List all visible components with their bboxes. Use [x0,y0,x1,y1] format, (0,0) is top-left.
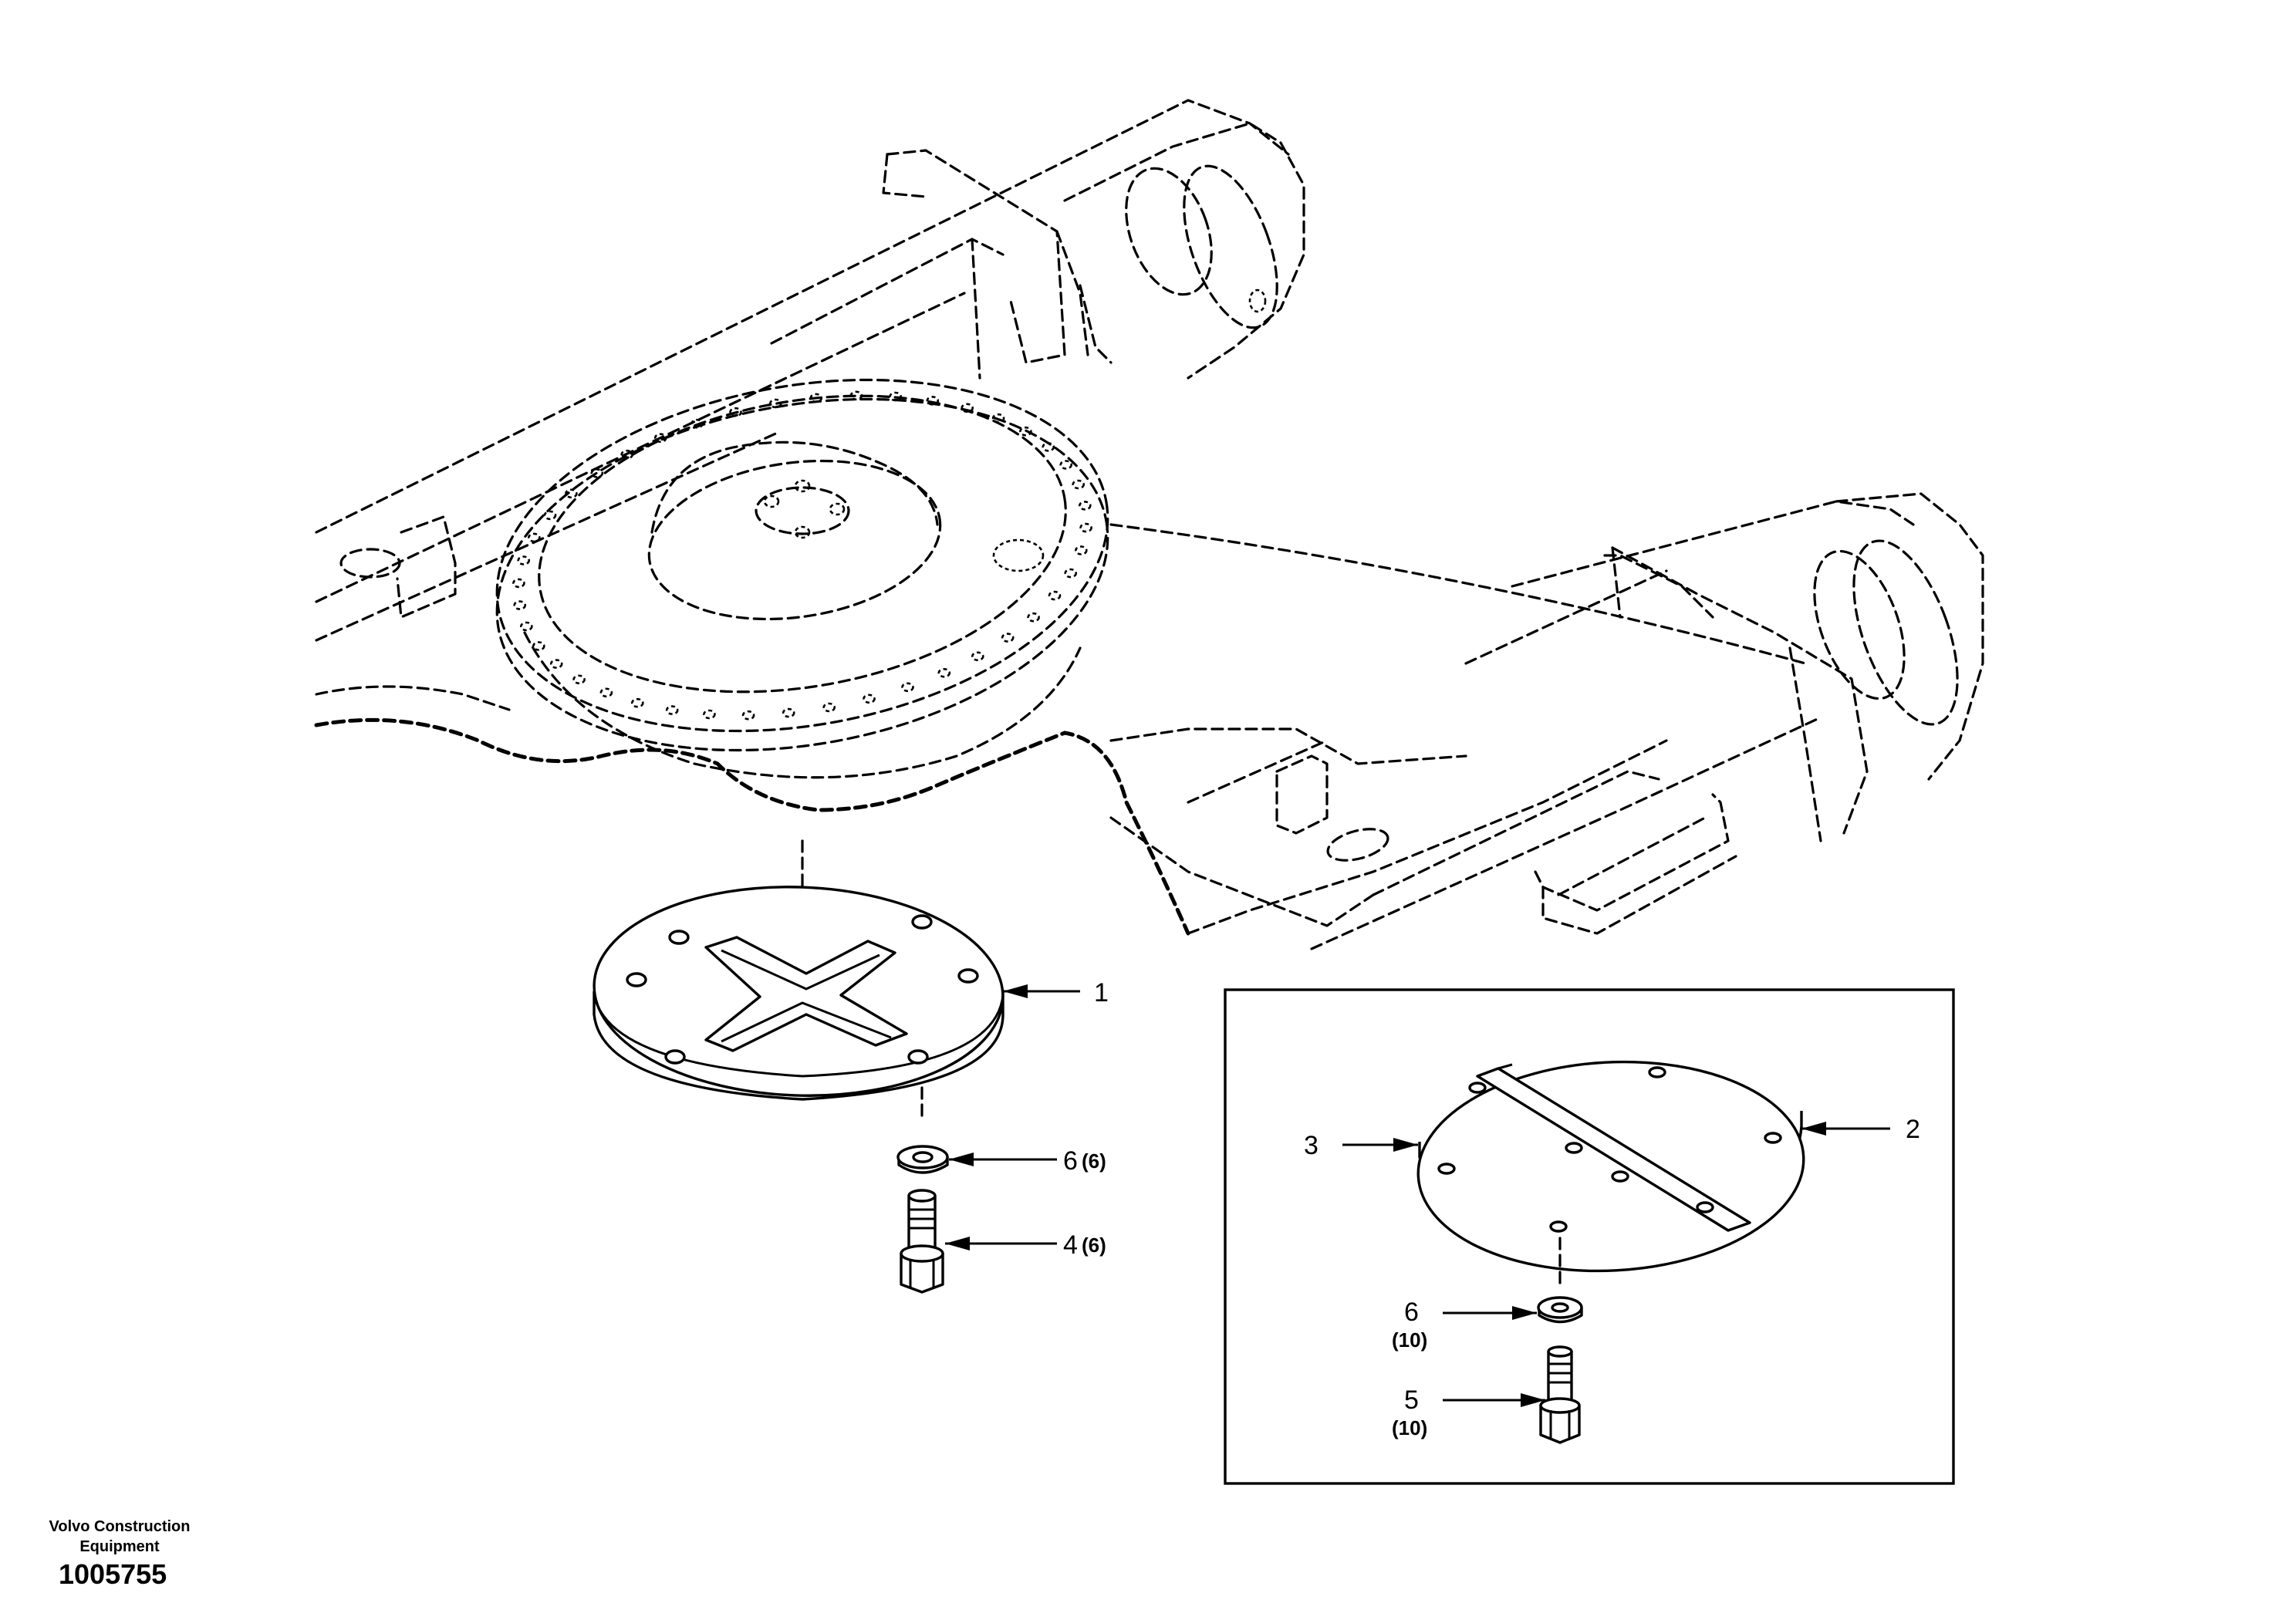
ring-bolt-hole [1019,426,1032,437]
ring-bolt-hole [991,413,1005,424]
ring-bolt-hole [1048,590,1062,601]
ring-bolt-hole [926,396,940,406]
ring-bolt-hole [690,418,704,429]
ring-bolt-hole [590,468,604,478]
part-1-cover-plate [593,839,1004,1120]
ring-bolt-hole [809,393,823,403]
ring-bolt-hole [1027,612,1040,623]
ring-bolt-hole [543,510,557,521]
ring-bolt-hole [741,710,755,721]
brand-caption: Volvo Construction Equipment [31,1517,208,1557]
ring-bolt-hole [599,687,613,698]
ring-bolt-hole [620,449,634,460]
hub-bolt-hole [829,502,846,516]
callout-5-qty: (10) [1392,1416,1427,1439]
ring-bolt-hole [782,707,795,718]
ring-bolt-hole [1079,522,1092,533]
ring-bolt-hole [901,682,914,693]
ring-bolt-hole [729,407,742,417]
ring-bolt-hole [849,390,863,401]
callout-6-inset: 6 [1404,1298,1419,1327]
ring-bolt-hole [519,621,533,632]
leaders-main [945,984,1080,1250]
ring-bolt-hole [665,705,679,715]
ring-bolt-hole [1079,501,1092,511]
callout-4: 4 [1063,1230,1078,1260]
ring-bolt-hole [527,532,541,543]
slewing-ring [495,378,1109,779]
callout-5: 5 [1404,1385,1419,1415]
ring-bolt-hole [863,694,876,704]
ring-bolt-hole [1042,442,1055,452]
brand-line-2: Equipment [79,1538,160,1555]
undercarriage-frame [314,99,1984,950]
inset-alternative-version [1224,988,1955,1485]
hub-bolt-hole [794,525,811,539]
part-4-bolt [900,1189,944,1294]
callout-6-qty: (6) [1082,1149,1106,1173]
ring-bolt-hole [822,702,836,713]
ring-bolt-hole [768,398,782,409]
callout-6-inset-qty: (10) [1392,1328,1427,1352]
ring-bolt-hole [937,667,951,678]
ring-bolt-hole [703,709,716,720]
ring-bolt-hole [961,403,974,413]
callout-3: 3 [1304,1131,1319,1160]
ring-bolt-hole [565,488,578,499]
ring-bolt-hole [653,433,667,444]
ring-bolt-hole [889,391,902,402]
ring-bolt-hole [1059,460,1072,470]
brand-line-1: Volvo Construction [49,1518,191,1535]
callout-4-qty: (6) [1082,1234,1106,1257]
ring-bolt-hole [549,659,563,669]
hub-bolt-hole [794,479,811,493]
ring-bolt-hole [513,600,527,610]
document-number: 1005755 [59,1558,167,1590]
ring-bolt-hole [572,674,586,685]
ring-bolt-hole [1064,568,1077,579]
ring-bolt-hole [971,651,984,662]
callout-6: 6 [1063,1146,1078,1176]
callout-2: 2 [1906,1115,1920,1144]
callout-1: 1 [1094,978,1109,1007]
ring-bolt-hole [512,578,525,589]
part-6-washer-main [896,1145,949,1174]
ring-bolt-hole [1072,479,1085,490]
hub-bolt-hole [763,494,780,508]
ring-bolt-hole [532,641,545,651]
ring-bolt-hole [1075,545,1088,555]
ring-bolt-hole [1001,633,1015,643]
ring-bolt-hole [630,697,644,708]
ring-bolt-hole [517,555,531,565]
